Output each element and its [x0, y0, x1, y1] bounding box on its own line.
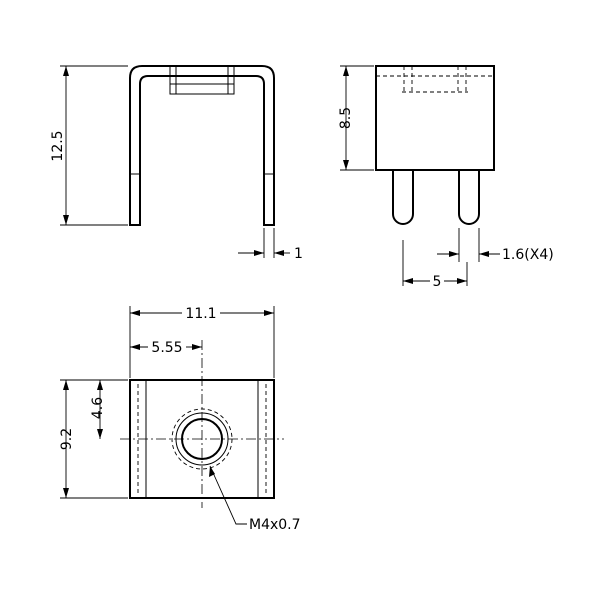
arrow-head: [457, 278, 467, 284]
front-thread-boss: [169, 65, 235, 95]
arrow-head: [192, 344, 202, 350]
side-height-dimension: 8.5: [338, 107, 354, 129]
side-pin-spacing-dimension: 5: [433, 274, 442, 290]
arrow-head: [63, 380, 69, 390]
arrow-head: [479, 251, 489, 257]
arrow-head: [63, 66, 69, 76]
top-half-width-dimension: 5.55: [151, 340, 182, 356]
arrow-head: [403, 278, 413, 284]
arrow-head: [274, 250, 284, 256]
top-height-dimension: 9.2: [59, 428, 75, 450]
thread-callout-leader: [209, 465, 247, 525]
arrow-head: [449, 251, 459, 257]
side-view: 8.5 1.6(X4) 5: [338, 65, 554, 290]
top-view: 11.1 5.55 9.2 4.6 M4x0.7: [59, 306, 301, 533]
arrow-head: [254, 250, 264, 256]
arrow-head: [97, 380, 103, 390]
arrow-head: [209, 466, 215, 477]
side-body-outline: [375, 65, 495, 171]
arrow-head: [63, 215, 69, 225]
arrow-head: [97, 429, 103, 439]
side-pin-right: [458, 170, 480, 225]
arrow-head: [63, 488, 69, 498]
front-thickness-dimension: 1: [294, 246, 303, 262]
front-view: 12.5 1: [50, 65, 303, 262]
side-pin-diameter-dimension: 1.6(X4): [502, 247, 554, 263]
top-half-height-dimension: 4.6: [90, 397, 106, 419]
arrow-head: [264, 310, 274, 316]
top-width-dimension: 11.1: [185, 306, 216, 322]
arrow-head: [130, 310, 140, 316]
arrow-head: [343, 160, 349, 170]
arrow-head: [343, 66, 349, 76]
side-pin-left: [392, 170, 414, 225]
arrow-head: [130, 344, 140, 350]
front-bracket-outline: [129, 65, 275, 226]
front-height-dimension: 12.5: [50, 130, 66, 161]
thread-callout-label: M4x0.7: [249, 517, 301, 533]
